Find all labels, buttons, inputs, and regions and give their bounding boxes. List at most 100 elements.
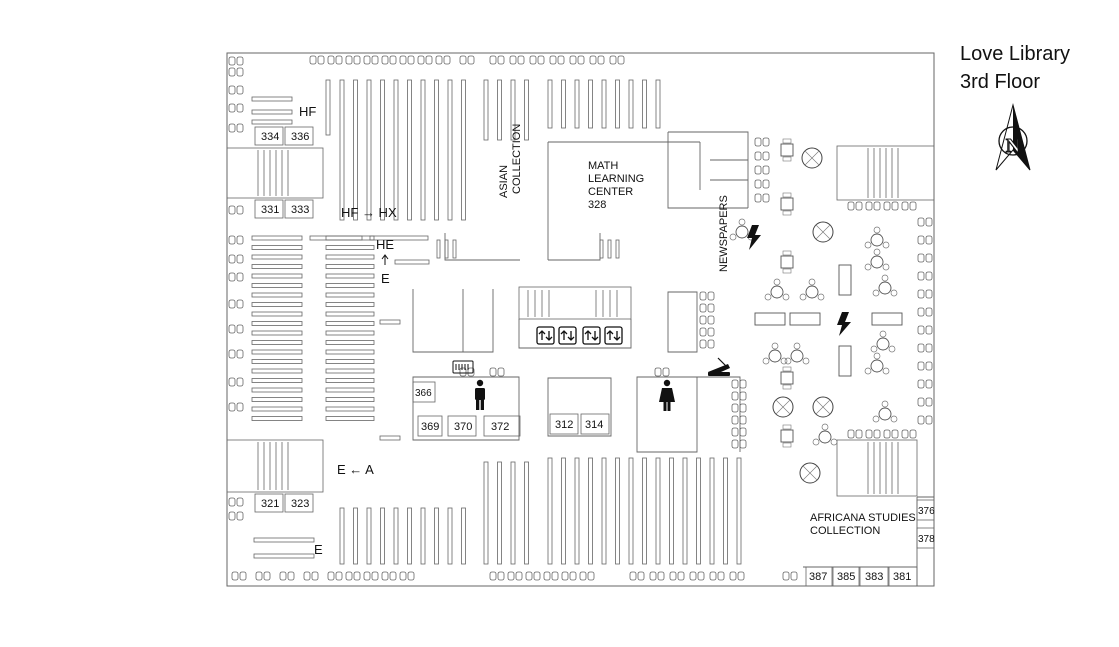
shelf (483, 461, 489, 565)
compass-letter: N (1006, 135, 1021, 157)
shelf (325, 283, 375, 288)
shelf (353, 79, 358, 221)
shelf (393, 507, 399, 565)
shelf (366, 79, 372, 221)
shelf (452, 239, 457, 259)
shelf (407, 79, 412, 221)
shelf (251, 302, 303, 307)
shelf (325, 387, 375, 393)
shelf (339, 79, 345, 221)
shelf (251, 283, 303, 288)
room-387: 387 (809, 571, 827, 583)
floor-name: 3rd Floor (960, 71, 1041, 93)
shelf (251, 406, 303, 412)
shelf (723, 457, 728, 565)
math-center-line3: CENTER (588, 186, 633, 198)
shelf (379, 435, 401, 441)
shelf (628, 457, 634, 565)
shelf (379, 319, 401, 325)
scanner-icon (708, 357, 730, 376)
shelf (251, 321, 303, 326)
shelf (325, 340, 375, 345)
shelf (434, 507, 439, 565)
shelf (380, 507, 385, 565)
room-381: 381 (893, 571, 911, 583)
shelf (251, 264, 303, 269)
north-arrow-icon: N (995, 103, 1031, 171)
shelf (251, 397, 303, 402)
shelf (642, 79, 647, 129)
call-number-hf: HF (299, 104, 316, 119)
newspapers-label: NEWSPAPERS (718, 195, 730, 272)
shelf (251, 109, 293, 115)
shelf (325, 254, 375, 260)
shelf (461, 79, 466, 221)
shelf (251, 368, 303, 374)
mens-restroom-icon (475, 379, 485, 410)
asian-collection-line1: ASIAN (498, 165, 510, 198)
shelf (601, 79, 607, 129)
shelf (325, 235, 375, 241)
shelf (325, 416, 375, 421)
room-336: 336 (291, 131, 309, 143)
shelf (253, 553, 315, 559)
shelf (436, 239, 441, 259)
shelf (251, 387, 303, 393)
room-376: 376 (918, 506, 935, 517)
math-center-line1: MATH (588, 160, 618, 172)
shelf (251, 235, 303, 241)
shelf (251, 311, 303, 317)
shelf (736, 457, 742, 565)
shelf (325, 359, 375, 364)
room-321: 321 (261, 498, 279, 510)
shelf (251, 359, 303, 364)
room-369: 369 (421, 421, 439, 433)
shelf (339, 507, 345, 565)
shelf (447, 507, 453, 565)
africana-line2: COLLECTION (810, 525, 880, 537)
call-number-e-bottom: E (314, 542, 323, 557)
shelf (497, 79, 502, 141)
shelf (628, 79, 634, 129)
shelf (253, 537, 315, 543)
shelf (682, 457, 688, 565)
womens-restroom-icon (659, 379, 675, 411)
shelf (325, 245, 375, 250)
shelf (251, 416, 303, 421)
study-tables (729, 138, 903, 484)
call-number-e-a: E ← A (337, 462, 374, 477)
shelf (696, 457, 701, 565)
printer-icon (452, 360, 474, 374)
shelf (325, 378, 375, 383)
shelf (251, 119, 293, 125)
shelf (420, 507, 426, 565)
room-383: 383 (865, 571, 883, 583)
shelf (615, 457, 620, 565)
room-366: 366 (415, 388, 432, 399)
shelf (251, 378, 303, 383)
map-title: Love Library 3rd Floor (960, 40, 1070, 96)
shelf (325, 321, 375, 326)
shelf (325, 311, 375, 317)
room-385: 385 (837, 571, 855, 583)
shelf (251, 340, 303, 345)
shelf (547, 79, 553, 129)
room-372: 372 (491, 421, 509, 433)
book-stacks (251, 79, 742, 565)
room-323: 323 (291, 498, 309, 510)
shelf (574, 457, 580, 565)
shelf (325, 79, 331, 136)
shelf (325, 349, 375, 355)
shelf (325, 302, 375, 307)
shelf (615, 79, 620, 129)
shelf (251, 254, 303, 260)
shelf (407, 507, 412, 565)
shelf (655, 79, 661, 129)
room-312: 312 (555, 419, 573, 431)
shelf (420, 79, 426, 221)
seating (228, 55, 933, 581)
shelf (353, 507, 358, 565)
room-331: 331 (261, 204, 279, 216)
shelf (434, 79, 439, 221)
